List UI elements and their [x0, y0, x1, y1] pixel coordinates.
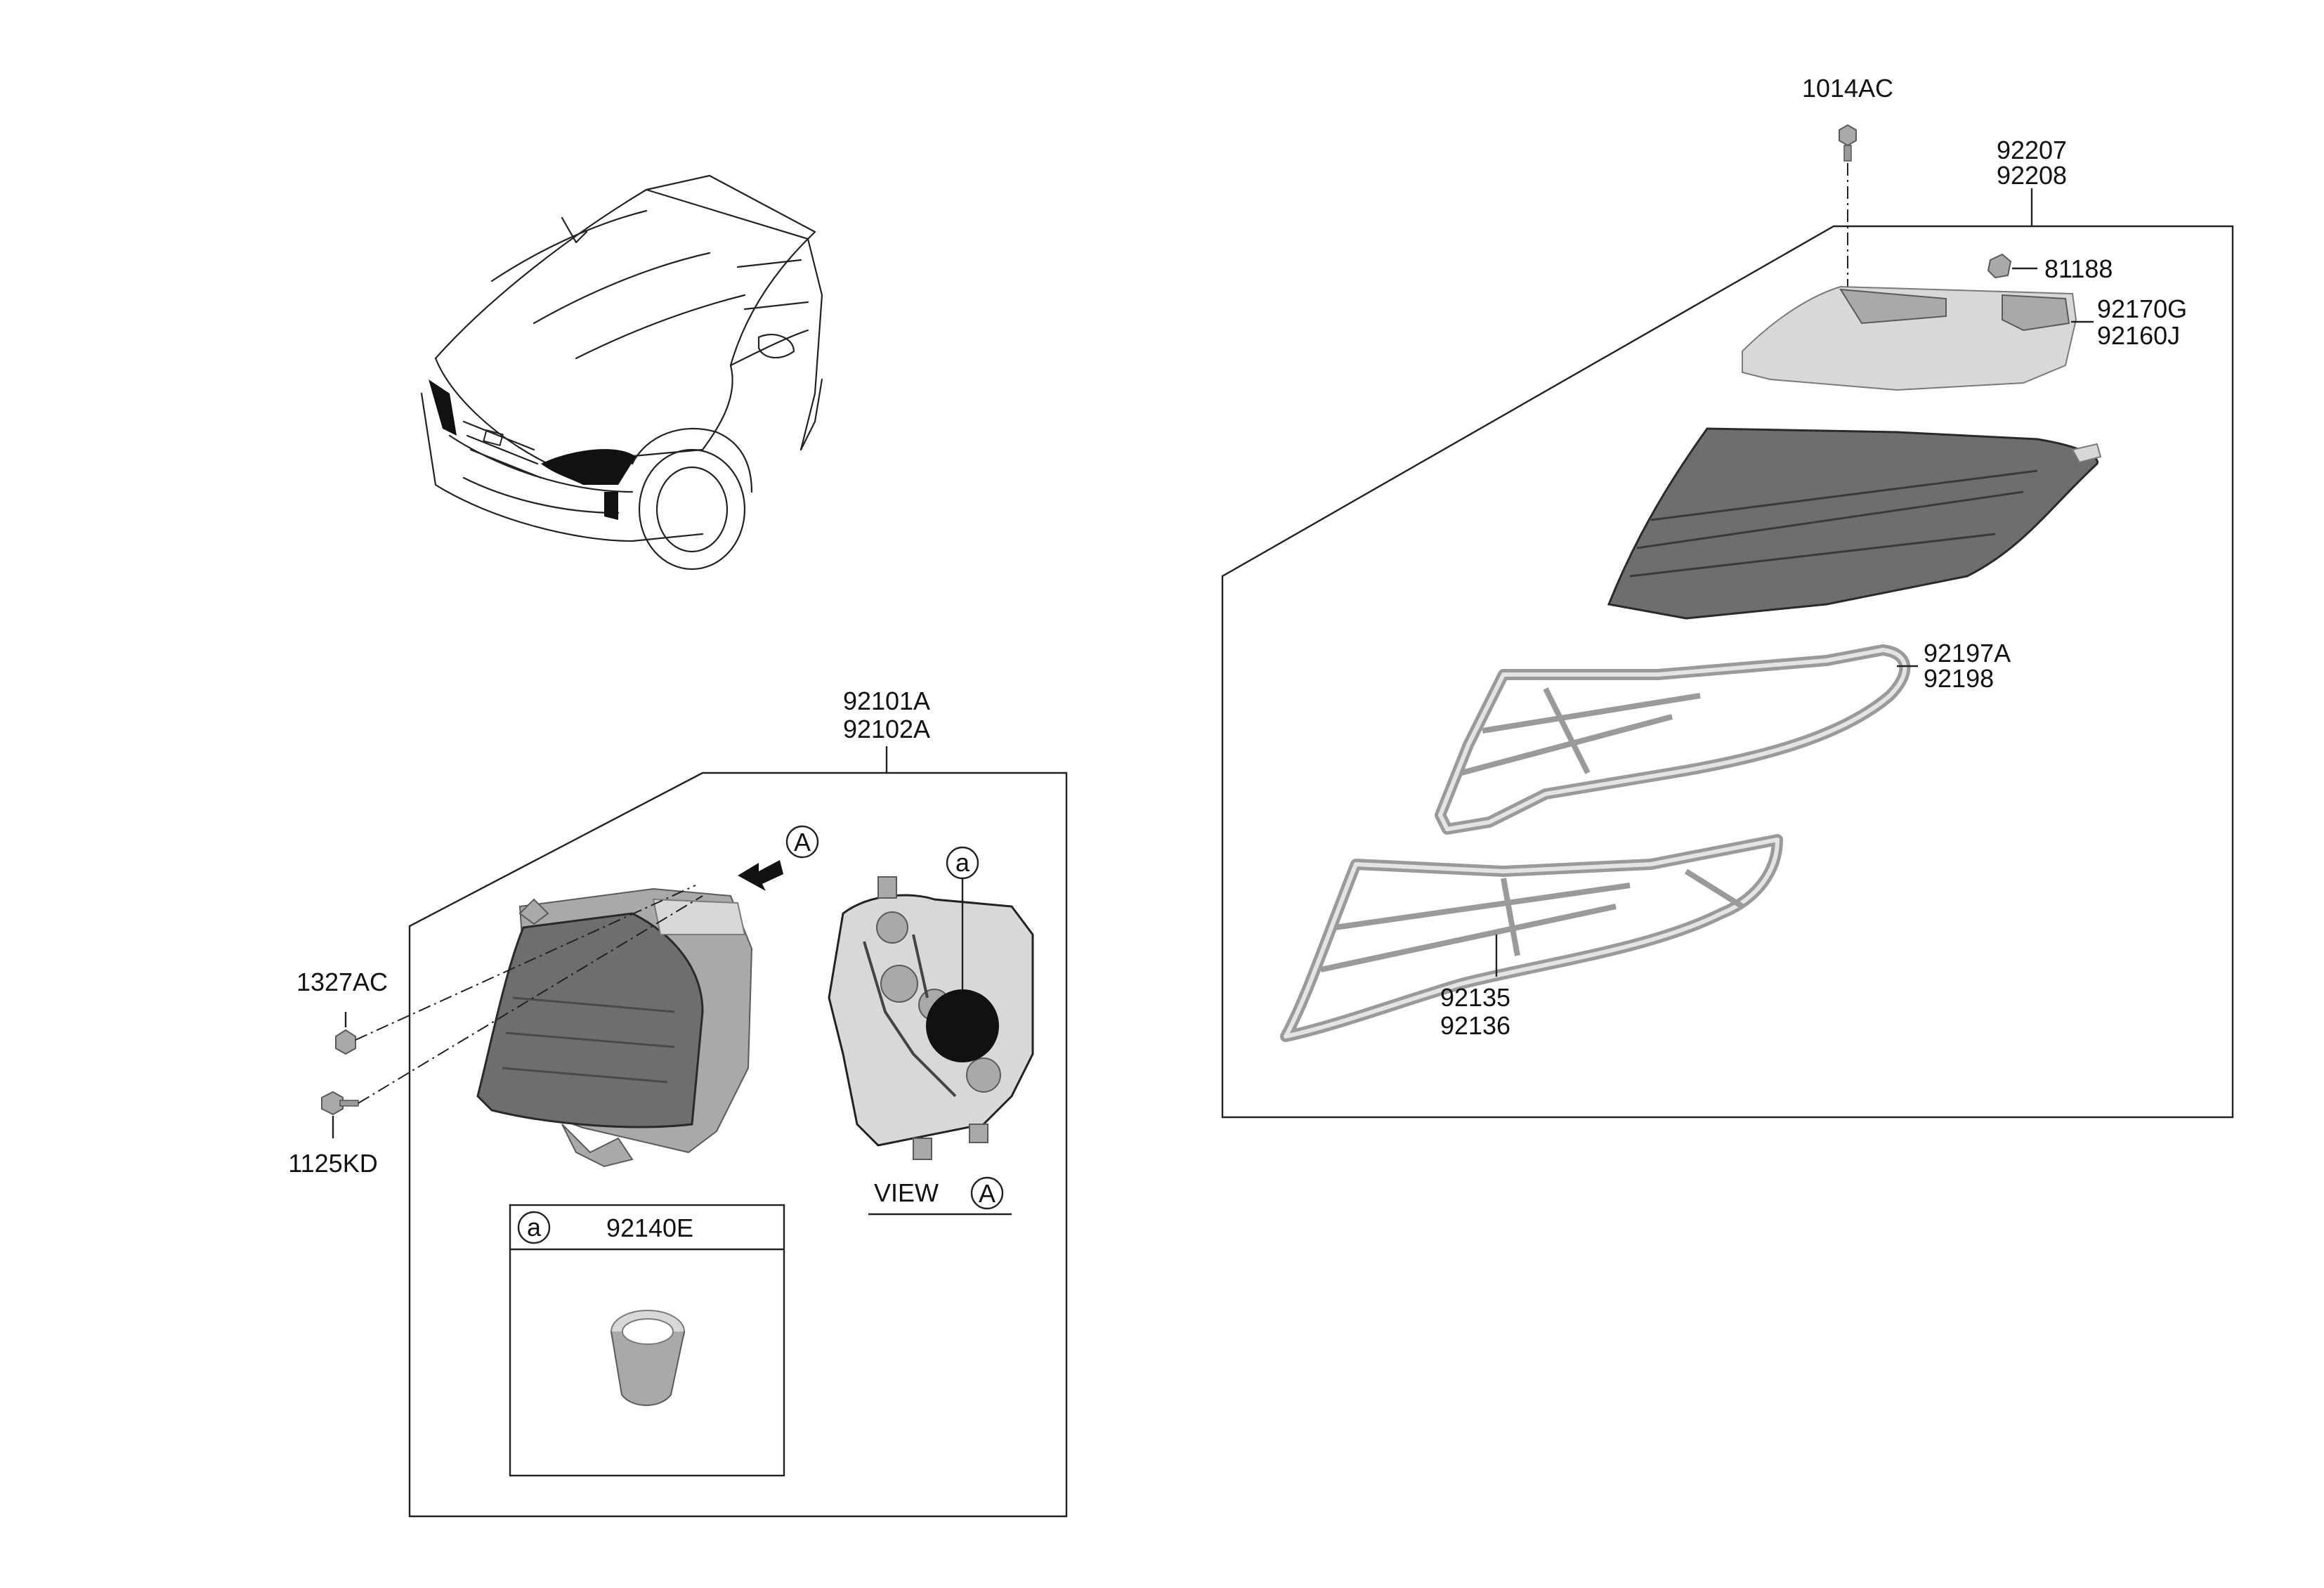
screw-part — [321, 1091, 359, 1116]
headlamp-assy-box — [408, 772, 1068, 1518]
view-label-callout — [970, 1176, 1004, 1210]
lens-frame-number-1: 92197A — [1924, 639, 2011, 668]
view-direction-arrow — [738, 860, 783, 891]
nut-part — [335, 1029, 356, 1055]
garnish-number-2: 92136 — [1440, 1011, 1510, 1040]
view-a-callout — [785, 825, 819, 859]
detail-a-callout-letter: a — [955, 848, 970, 877]
headlamp-assy-number-2: 92102A — [843, 715, 930, 743]
bezel-number-2: 92160J — [2097, 321, 2180, 350]
screw-number: 1125KD — [288, 1149, 377, 1178]
clip-part — [1987, 253, 2012, 279]
view-label: VIEW — [874, 1178, 939, 1207]
view-label-callout-letter: A — [979, 1179, 995, 1208]
housing-box — [1221, 225, 2234, 1119]
socket-number: 92140E — [606, 1213, 693, 1242]
lens-housing-part — [1607, 427, 2102, 620]
bolt-number: 1014AC — [1802, 74, 1893, 103]
headlamp-assembly-part — [476, 887, 753, 1168]
housing-number-2: 92208 — [1997, 161, 2067, 190]
socket-part — [611, 1310, 685, 1406]
nut-number: 1327AC — [296, 968, 388, 996]
bezel-part — [1742, 285, 2077, 391]
socket-detail-box — [509, 1204, 785, 1477]
bezel-number-1: 92170G — [2097, 294, 2187, 323]
garnish-number-1: 92135 — [1440, 983, 1510, 1012]
view-a-callout-letter: A — [794, 828, 811, 857]
vehicle-locator-sketch — [420, 174, 823, 571]
lens-frame-part — [1435, 644, 1911, 835]
lens-frame-number-2: 92198 — [1924, 664, 1994, 693]
socket-detail-callout-letter: a — [527, 1213, 542, 1242]
headlamp-rear-view — [828, 876, 1034, 1160]
bolt-part — [1839, 124, 1857, 162]
headlamp-assy-number-1: 92101A — [843, 686, 930, 715]
clip-number: 81188 — [2044, 254, 2113, 283]
garnish-part — [1280, 834, 1783, 1042]
housing-number-1: 92207 — [1997, 136, 2067, 164]
socket-detail-callout — [517, 1211, 551, 1244]
detail-a-callout — [946, 846, 979, 880]
